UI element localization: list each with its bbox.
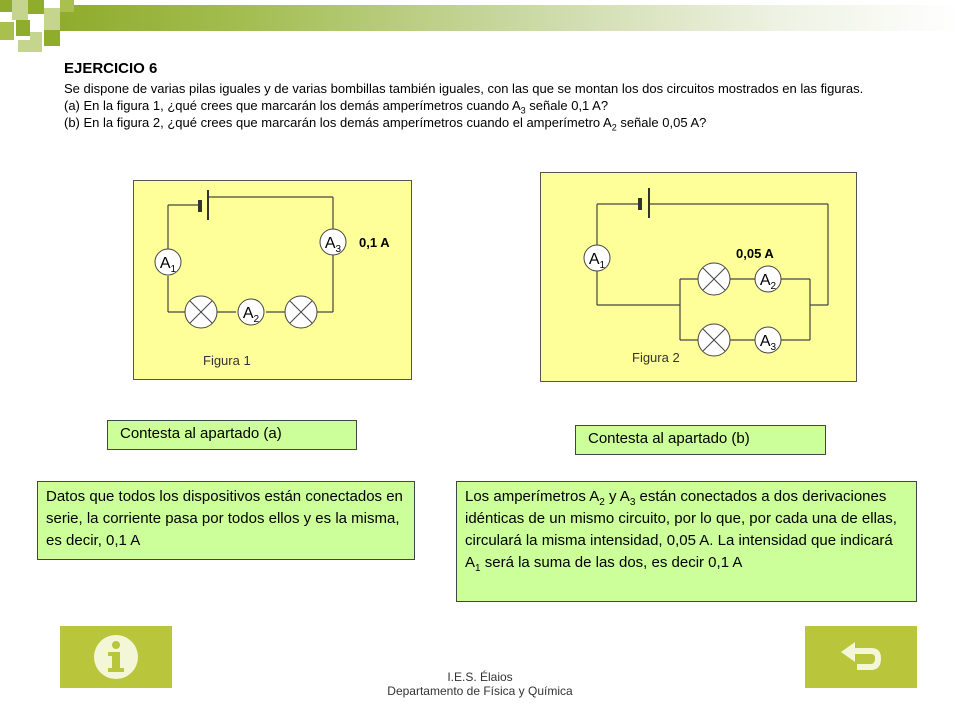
ammeter-a3: A3 (754, 326, 782, 354)
question-b: (b) En la figura 2, ¿qué crees que marca… (64, 115, 707, 133)
answer-a-text: Datos que todos los dispositivos están c… (37, 481, 415, 560)
exercise-intro: Se dispone de varias pilas iguales y de … (64, 81, 864, 96)
ammeter-a1: A1 (583, 244, 611, 272)
return-button[interactable] (805, 626, 917, 688)
header-gradient-band (60, 5, 960, 31)
ammeter-a2: A2 (237, 298, 265, 326)
ammeter-a2: A2 (754, 265, 782, 293)
lamp-icon (184, 295, 218, 329)
svg-text:A3: A3 (760, 333, 777, 353)
ammeter-a3: A3 (319, 228, 347, 256)
decor-square (16, 20, 30, 36)
decor-square (30, 32, 42, 52)
info-icon (94, 635, 138, 679)
answer-a-button[interactable]: Contesta al apartado (a) (107, 420, 357, 450)
battery-icon (198, 190, 209, 220)
decor-square (44, 8, 60, 30)
info-button[interactable] (60, 626, 172, 688)
svg-text:A2: A2 (760, 272, 777, 292)
return-arrow-icon (841, 642, 881, 670)
decor-square (60, 0, 74, 12)
decor-square (18, 40, 30, 52)
answer-b-text: Los amperímetros A2 y A3 están conectado… (456, 481, 917, 602)
figure-1-reading: 0,1 A (359, 235, 390, 250)
lamp-icon (697, 262, 731, 296)
decor-square (0, 22, 14, 40)
figure-1-panel (133, 180, 412, 380)
ammeter-a1: A1 (154, 248, 182, 276)
svg-text:A1: A1 (589, 251, 606, 271)
figure-1-wires (167, 196, 334, 313)
decor-square (12, 0, 28, 20)
figure-1-caption: Figura 1 (203, 353, 251, 368)
svg-text:A2: A2 (243, 305, 260, 325)
figure-2-circuit: A1 A2 A3 0,05 A Figura 2 (540, 172, 857, 382)
lamp-icon (697, 323, 731, 357)
figure-2-reading: 0,05 A (736, 246, 774, 261)
decor-square (44, 30, 60, 46)
figure-2-wires (596, 203, 829, 341)
figure-2-caption: Figura 2 (632, 350, 680, 365)
decor-square (0, 0, 12, 12)
question-a: (a) En la figura 1, ¿qué crees que marca… (64, 98, 609, 116)
answer-b-button[interactable]: Contesta al apartado (b) (575, 425, 826, 455)
svg-text:A3: A3 (325, 235, 342, 255)
footer-school: I.E.S. Élaios (447, 670, 513, 684)
footer-department: Departamento de Física y Química (387, 684, 573, 698)
lamp-icon (284, 295, 318, 329)
decor-square (28, 0, 44, 14)
figure-1-circuit: A1 A2 A3 0,1 A Figura 1 (133, 180, 412, 380)
battery-icon (638, 188, 650, 218)
svg-text:A1: A1 (160, 255, 177, 275)
exercise-title: EJERCICIO 6 (64, 60, 158, 77)
exercise-statement: Se dispone de varias pilas iguales y de … (64, 80, 924, 133)
